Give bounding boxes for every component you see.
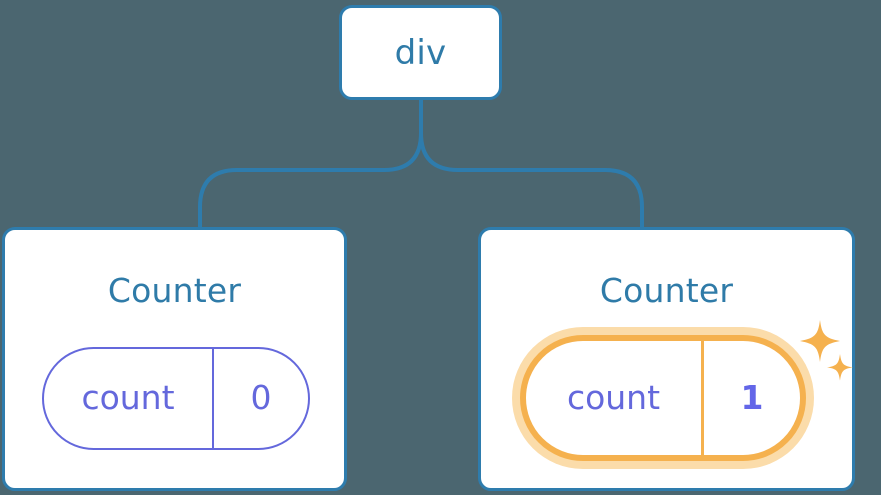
- counter-left-title: Counter: [107, 271, 242, 310]
- state-pill-left-key: count: [44, 349, 214, 448]
- state-pill-right[interactable]: count 1: [512, 327, 814, 469]
- state-pill-left[interactable]: count 0: [40, 345, 312, 452]
- root-node-label: div: [394, 32, 447, 73]
- connector-to-left-child: [198, 98, 423, 229]
- state-pill-left-body: count 0: [42, 347, 310, 450]
- node-root-div[interactable]: div: [339, 5, 502, 100]
- counter-right-title: Counter: [599, 271, 734, 310]
- state-pill-right-key: count: [526, 341, 704, 455]
- state-pill-right-body: count 1: [520, 335, 806, 461]
- state-pill-left-value: 0: [250, 378, 272, 417]
- state-pill-right-value: 1: [740, 377, 764, 417]
- connector-to-right-child: [419, 98, 644, 229]
